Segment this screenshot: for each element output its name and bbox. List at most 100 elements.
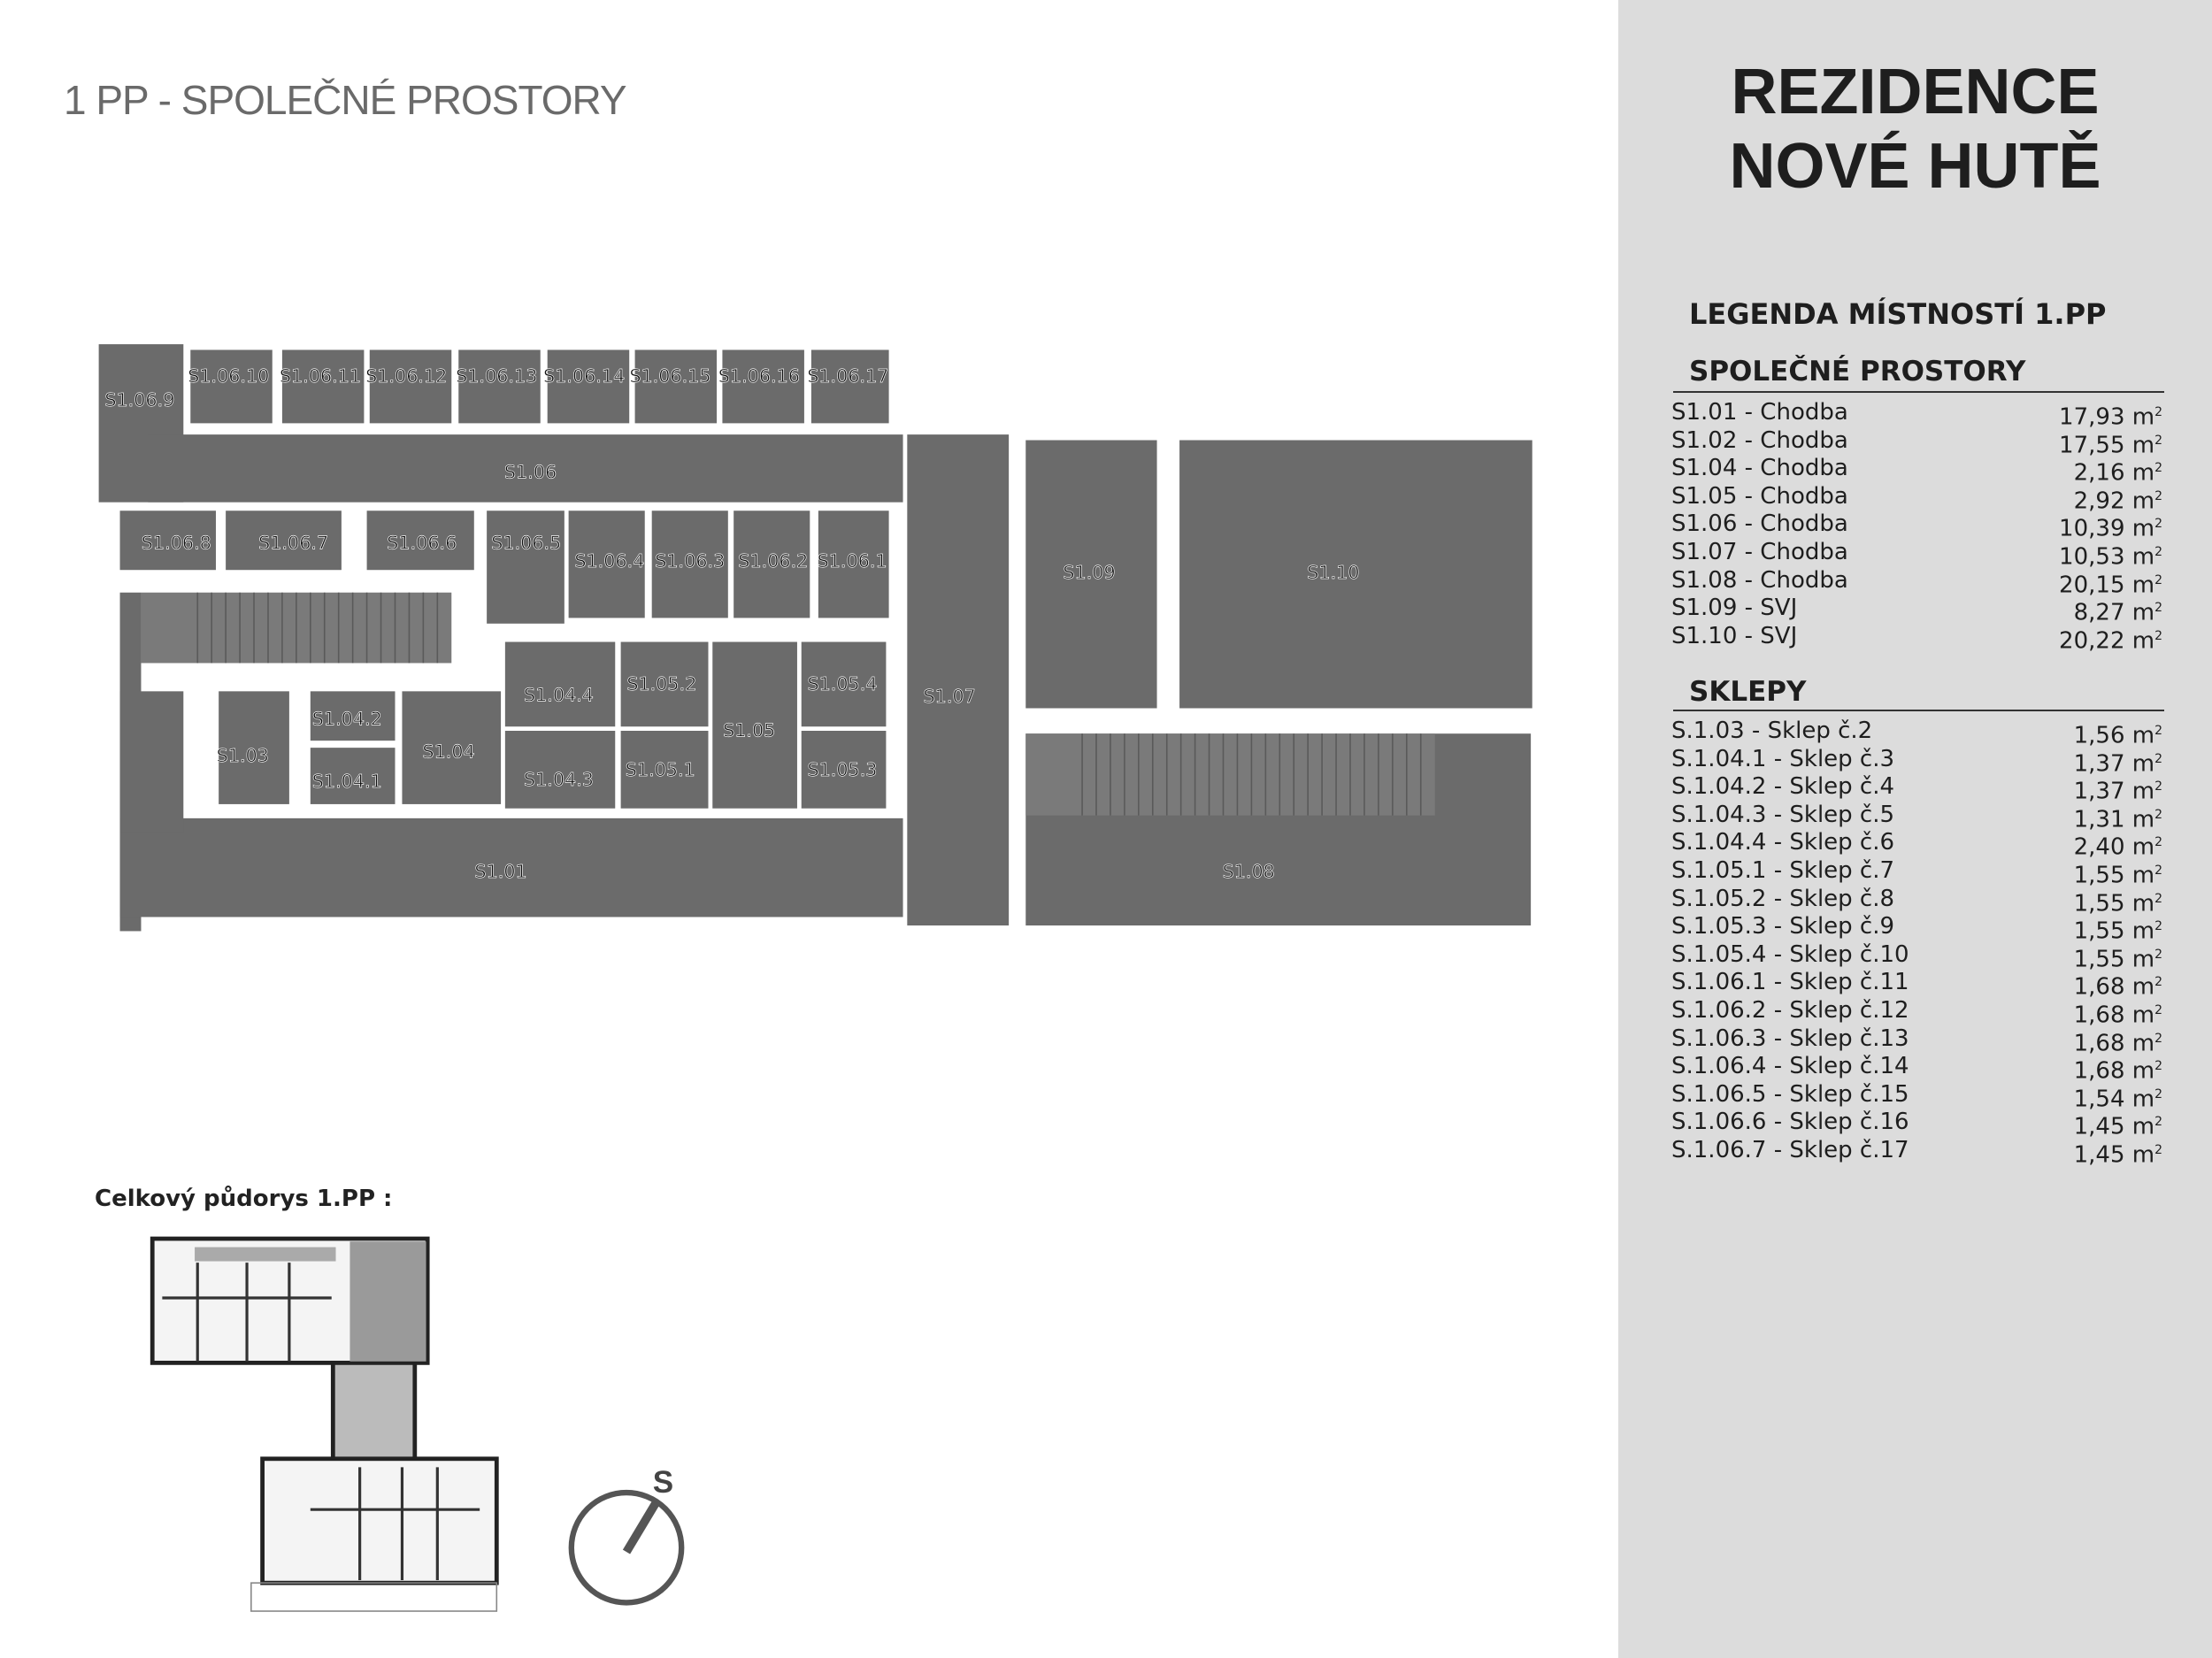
room-label: S1.04.2: [312, 709, 382, 730]
room-name: S.1.04.1 - Sklep č.3: [1671, 745, 1895, 772]
room-floor: [458, 349, 541, 424]
room-name: S.1.05.2 - Sklep č.8: [1671, 885, 1895, 912]
room-label: S1.06.15: [629, 365, 710, 387]
room-floor: [547, 349, 630, 424]
room-label: S1.09: [1063, 562, 1115, 583]
room-name: S.1.06.5 - Sklep č.15: [1671, 1080, 1909, 1108]
room-floor: [119, 817, 903, 917]
area-value: 20,22: [2059, 627, 2125, 655]
room-name: S.1.05.3 - Sklep č.9: [1671, 913, 1895, 940]
room-name: S.1.06.1 - Sklep č.11: [1671, 969, 1909, 996]
area-value: 1,45: [2073, 1141, 2125, 1169]
room-label: S1.05.4: [807, 673, 877, 695]
room-floor: [712, 641, 797, 809]
room-area: 2,92 m2: [2074, 483, 2162, 514]
room-name: S.1.06.6 - Sklep č.16: [1671, 1109, 1909, 1136]
unit-sup: 2: [2154, 1115, 2162, 1130]
area-value: 1,68: [2073, 974, 2125, 1001]
room-label: S1.10: [1307, 562, 1359, 583]
room-label: S1.08: [1223, 861, 1275, 882]
floor-areas: [98, 344, 1532, 932]
compass-label: S: [653, 1465, 673, 1500]
room-name: S1.05 - Chodba: [1671, 482, 1848, 510]
room-name: S.1.06.2 - Sklep č.12: [1671, 996, 1909, 1024]
brand-title: REZIDENCE NOVÉ HUTĚ: [1618, 55, 2212, 203]
unit-sup: 2: [2154, 807, 2162, 822]
area-value: 1,68: [2073, 1002, 2125, 1029]
stairs-icon: [141, 592, 452, 664]
room-floor: [722, 349, 804, 424]
room-floor: [801, 641, 887, 727]
room-label: S1.06.6: [387, 532, 457, 553]
legend-row: S.1.06.2 - Sklep č.12 1,68 m2: [1671, 996, 2162, 1029]
room-area: 1,55 m2: [2074, 913, 2162, 945]
room-area: 2,40 m2: [2074, 829, 2162, 861]
room-label: S1.06.2: [738, 550, 808, 572]
unit: m: [2131, 1002, 2155, 1029]
room-label: S1.06: [504, 462, 557, 483]
room-floor: [310, 748, 396, 804]
unit-sup: 2: [2154, 1002, 2162, 1017]
room-floor: [634, 349, 718, 424]
unit: m: [2131, 516, 2155, 543]
unit-sup: 2: [2154, 601, 2162, 616]
room-name: S1.02 - Chodba: [1671, 426, 1848, 454]
room-label: S1.06.8: [142, 532, 211, 553]
common-heading: SPOLEČNÉ PROSTORY: [1689, 356, 2026, 388]
room-label: S1.06.11: [280, 365, 361, 387]
unit-sup: 2: [2154, 433, 2162, 448]
compass-icon: S: [568, 1465, 685, 1606]
room-floor: [1025, 440, 1157, 709]
room-floor: [148, 434, 903, 503]
room-floor: [369, 349, 452, 424]
area-value: 2,40: [2073, 834, 2125, 862]
room-area: 17,93 m2: [2059, 399, 2162, 431]
unit: m: [2131, 459, 2155, 487]
room-name: S.1.06.7 - Sklep č.17: [1671, 1136, 1909, 1163]
room-floor: [310, 691, 396, 741]
area-value: 1,55: [2073, 946, 2125, 973]
room-floor: [568, 510, 645, 618]
room-name: S1.07 - Chodba: [1671, 538, 1848, 565]
room-label: S1.06.10: [188, 365, 269, 387]
unit: m: [2131, 917, 2155, 945]
room-floor: [818, 510, 889, 618]
legend-title: LEGENDA MÍSTNOSTÍ 1.PP: [1689, 297, 2107, 331]
area-value: 1,54: [2073, 1086, 2125, 1113]
room-label: S1.05.2: [626, 673, 696, 695]
room-name: S1.09 - SVJ: [1671, 595, 1798, 622]
room-floor: [504, 731, 616, 809]
area-value: 10,39: [2059, 516, 2125, 543]
room-floor: [119, 510, 216, 571]
room-area: 1,55 m2: [2073, 857, 2162, 889]
room-area: 2,16 m2: [2074, 455, 2162, 487]
room-area: 1,56 m2: [2074, 718, 2162, 749]
area-value: 1,55: [2073, 862, 2125, 889]
unit-sup: 2: [2154, 517, 2162, 532]
area-value: 17,55: [2059, 432, 2125, 459]
area-value: 1,68: [2073, 1057, 2125, 1085]
room-floor: [907, 434, 1010, 926]
unit: m: [2131, 403, 2155, 431]
unit: m: [2131, 572, 2155, 599]
unit-sup: 2: [2154, 1031, 2162, 1046]
unit-sup: 2: [2154, 628, 2162, 643]
room-floor: [651, 510, 728, 618]
unit: m: [2131, 750, 2155, 778]
room-label: S1.04.4: [524, 685, 594, 706]
area-value: 2,16: [2073, 459, 2125, 487]
area-value: 1,55: [2073, 890, 2125, 917]
unit-sup: 2: [2154, 405, 2162, 419]
unit-sup: 2: [2154, 724, 2162, 738]
